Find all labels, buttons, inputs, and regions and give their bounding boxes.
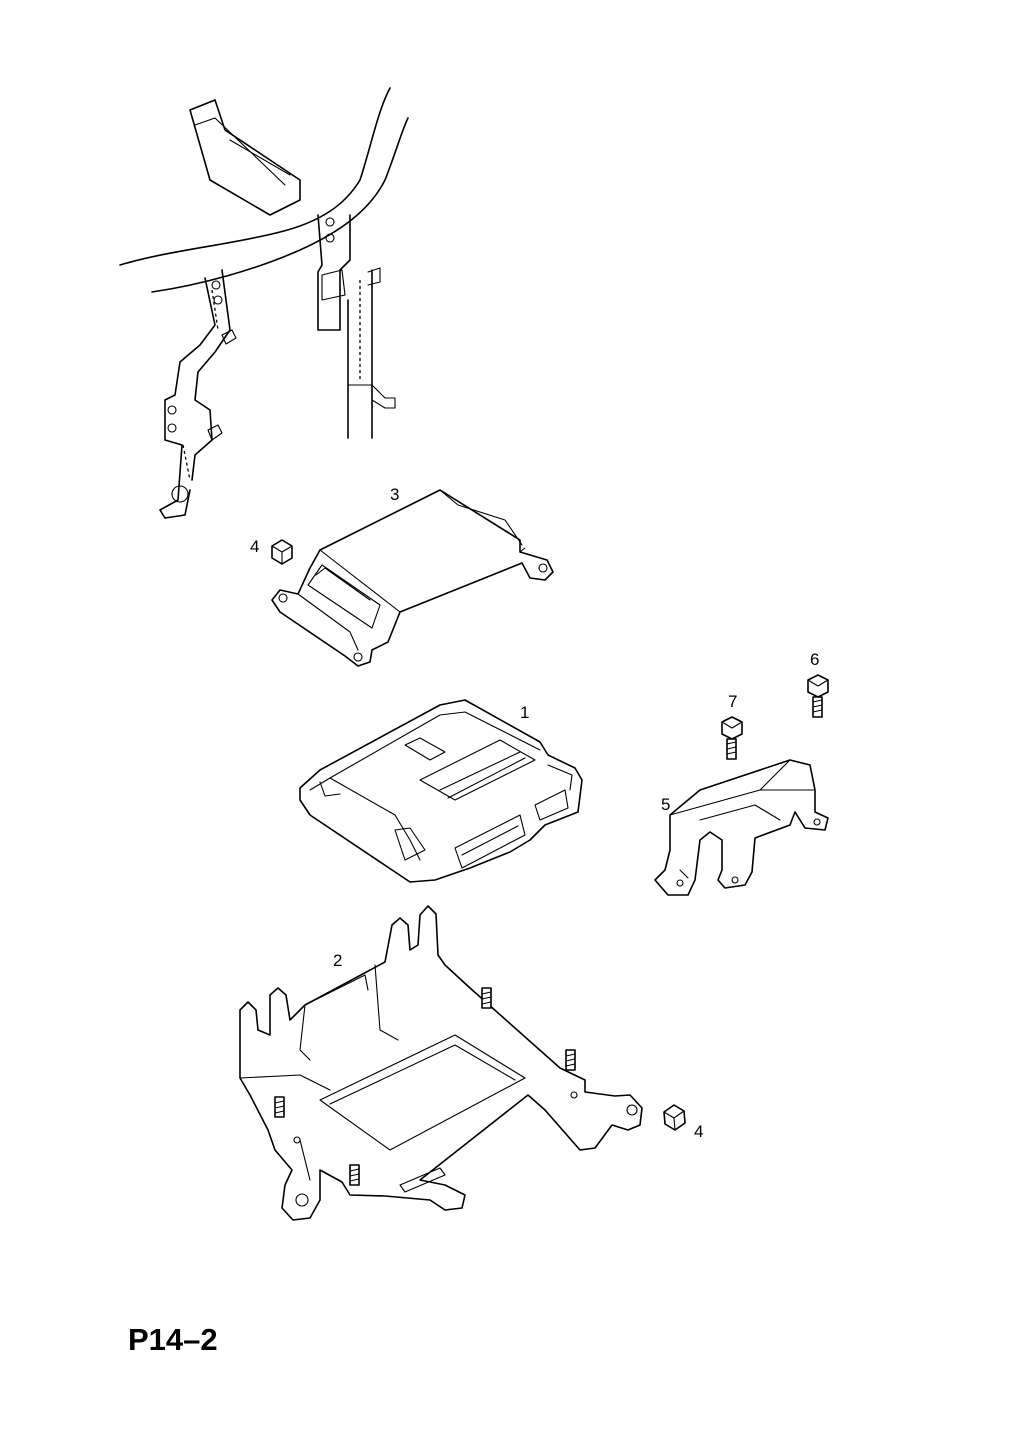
part-7-bolt <box>721 716 743 760</box>
part-4-nut-upper <box>271 539 293 565</box>
callout-part-4-upper: 4 <box>250 537 259 556</box>
page-code-label: P14–2 <box>128 1322 218 1357</box>
part-2-mounting-plate <box>239 905 643 1221</box>
part-3-cover <box>271 489 554 667</box>
callout-part-1: 1 <box>520 703 529 722</box>
callout-part-7: 7 <box>728 692 737 711</box>
vehicle-frame-context <box>119 87 409 519</box>
callout-part-3: 3 <box>390 485 399 504</box>
callout-part-6: 6 <box>810 650 819 669</box>
part-6-bolt <box>807 674 829 718</box>
part-1-control-module <box>299 699 583 883</box>
part-5-bracket <box>654 759 829 896</box>
callout-part-4-lower: 4 <box>694 1122 703 1141</box>
callout-part-5: 5 <box>661 795 670 814</box>
callout-part-2: 2 <box>333 951 342 970</box>
part-4-nut-lower <box>663 1104 686 1131</box>
